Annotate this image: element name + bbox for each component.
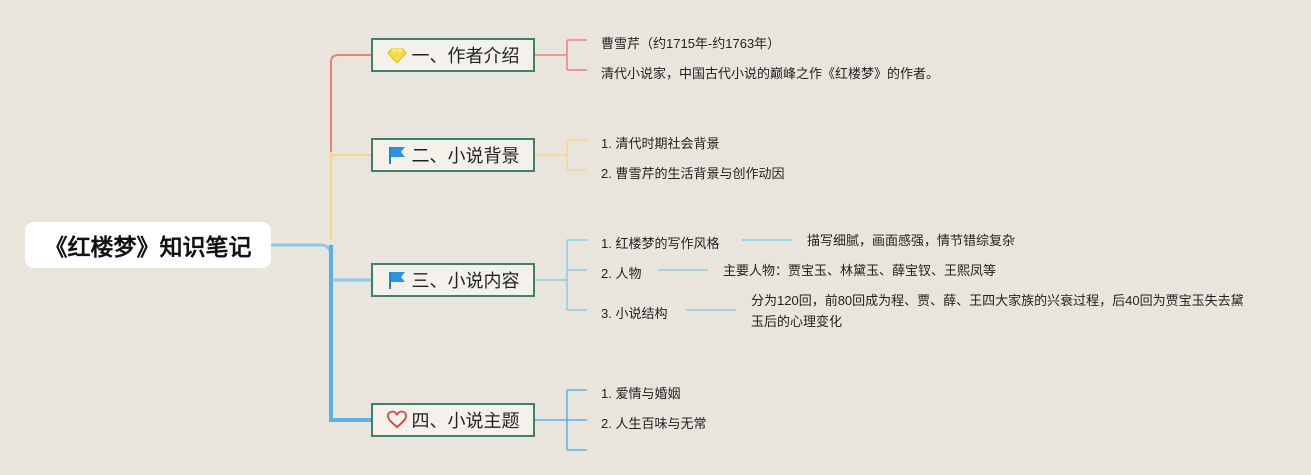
detail-item[interactable]: 描写细腻，画面感强，情节错综复杂 [807, 233, 1016, 248]
flag-icon [387, 270, 407, 290]
detail-item[interactable]: 主要人物：贾宝玉、林黛玉、薛宝钗、王熙凤等 [723, 263, 997, 278]
trunk-branch-4 [329, 245, 372, 422]
list-item[interactable]: 清代小说家，中国古代小说的巅峰之作《红楼梦》的作者。 [601, 66, 940, 81]
list-item[interactable]: 2. 人生百味与无常 [601, 416, 707, 431]
list-item[interactable]: 1. 红楼梦的写作风格 [601, 236, 720, 251]
list-item[interactable]: 2. 曹雪芹的生活背景与创作动因 [601, 166, 785, 181]
trunk-branch-1 [330, 54, 372, 152]
list-item[interactable]: 1. 清代时期社会背景 [601, 136, 720, 151]
list-item[interactable]: 1. 爱情与婚姻 [601, 386, 681, 401]
trunk-branch-2 [330, 152, 372, 156]
branch-label: 三、小说内容 [411, 271, 520, 291]
list-item[interactable]: 3. 小说结构 [601, 306, 668, 321]
list-item[interactable]: 2. 人物 [601, 266, 642, 281]
root-topic[interactable]: 《红楼梦》知识笔记 [25, 222, 271, 268]
branch-content[interactable]: 三、小说内容 [371, 263, 535, 297]
branch-background[interactable]: 二、小说背景 [371, 138, 535, 172]
branch-label: 四、小说主题 [411, 411, 520, 431]
branch-theme[interactable]: 四、小说主题 [371, 403, 535, 437]
branch-label: 一、作者介绍 [411, 46, 520, 66]
branch-label: 二、小说背景 [411, 146, 520, 166]
root-title: 《红楼梦》知识笔记 [44, 234, 252, 260]
list-item[interactable]: 曹雪芹（约1715年-约1763年） [601, 36, 781, 51]
diamond-icon [386, 45, 407, 65]
flag-icon [387, 145, 407, 165]
detail-item[interactable]: 分为120回，前80回成为程、贾、薛、王四大家族的兴衰过程，后40回为贾宝玉失去… [751, 293, 1244, 329]
branch-author[interactable]: 一、作者介绍 [371, 38, 535, 72]
trunk-branch-3 [271, 243, 372, 282]
heart-icon [386, 410, 407, 430]
